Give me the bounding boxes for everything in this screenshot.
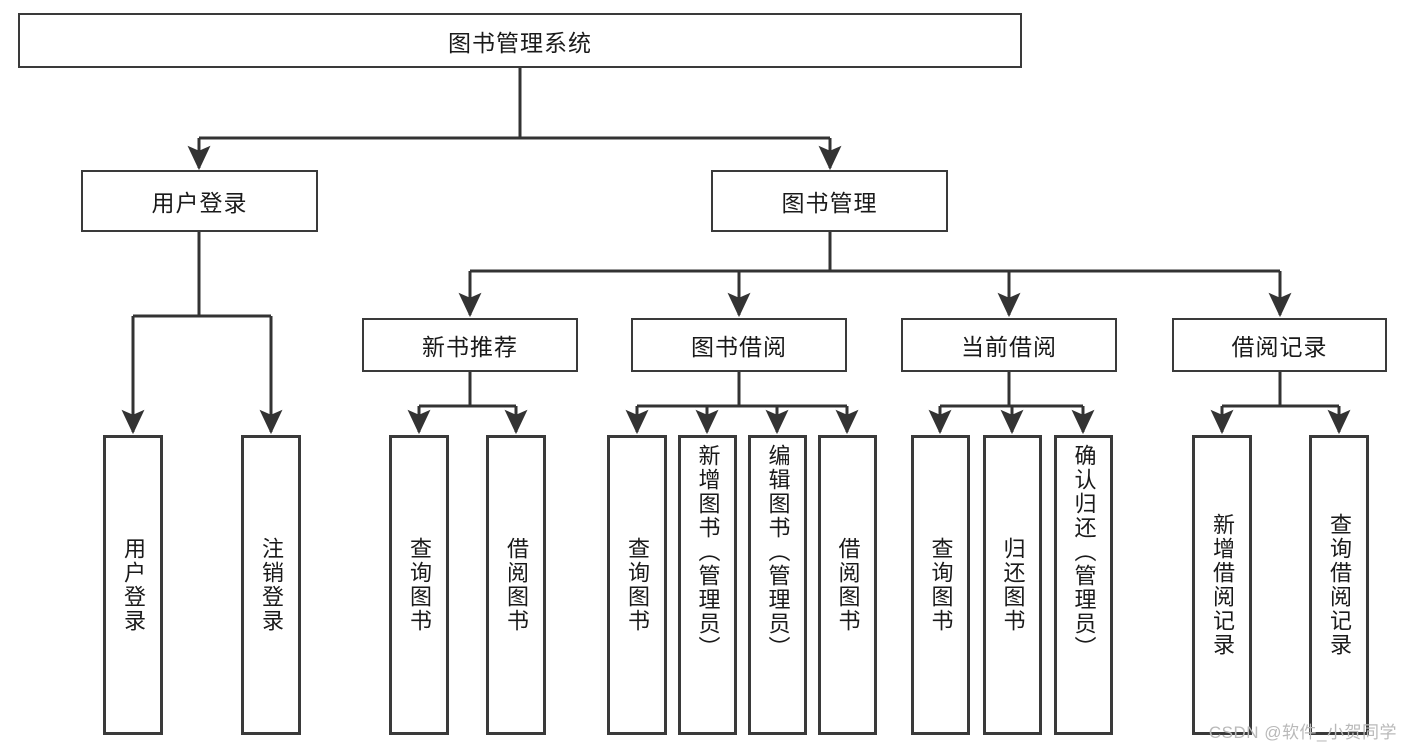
node-book-manage[interactable]: 图书管理 (711, 170, 948, 232)
leaf-return-book-label: 归还图书 (1000, 537, 1026, 633)
leaf-add-record[interactable]: 新增借阅记录 (1192, 435, 1252, 735)
node-book-borrow[interactable]: 图书借阅 (631, 318, 847, 372)
leaf-query-record[interactable]: 查询借阅记录 (1309, 435, 1369, 735)
leaf-query-book-3-label: 查询图书 (928, 537, 954, 633)
node-root-label: 图书管理系统 (448, 29, 592, 56)
leaf-user-logout[interactable]: 注销登录 (241, 435, 301, 735)
leaf-borrow-book-1[interactable]: 借阅图书 (486, 435, 546, 735)
node-book-borrow-label: 图书借阅 (691, 334, 787, 360)
node-borrow-record[interactable]: 借阅记录 (1172, 318, 1387, 372)
leaf-return-book[interactable]: 归还图书 (983, 435, 1042, 735)
leaf-confirm-return-label: 确认归还（管理员） (1071, 444, 1097, 660)
node-user-login-label: 用户登录 (151, 190, 248, 216)
leaf-add-book-label: 新增图书（管理员） (695, 444, 721, 660)
leaf-query-book-3[interactable]: 查询图书 (911, 435, 970, 735)
node-borrow-record-label: 借阅记录 (1231, 334, 1328, 360)
leaf-query-book-2-label: 查询图书 (624, 537, 650, 633)
leaf-borrow-book-1-label: 借阅图书 (503, 537, 529, 633)
node-current-borrow[interactable]: 当前借阅 (901, 318, 1117, 372)
leaf-borrow-book-2-label: 借阅图书 (835, 537, 861, 633)
leaf-edit-book-label: 编辑图书（管理员） (765, 444, 791, 660)
leaf-query-record-label: 查询借阅记录 (1326, 513, 1352, 657)
leaf-user-logout-label: 注销登录 (258, 537, 284, 633)
node-new-book-recommend[interactable]: 新书推荐 (362, 318, 578, 372)
leaf-user-login[interactable]: 用户登录 (103, 435, 163, 735)
leaf-borrow-book-2[interactable]: 借阅图书 (818, 435, 877, 735)
node-root[interactable]: 图书管理系统 (18, 13, 1022, 68)
node-new-book-recommend-label: 新书推荐 (422, 334, 518, 360)
leaf-query-book-1-label: 查询图书 (406, 537, 432, 633)
node-book-manage-label: 图书管理 (781, 190, 878, 216)
csdn-watermark: CSDN @软件_小贺同学 (1208, 723, 1397, 742)
leaf-confirm-return[interactable]: 确认归还（管理员） (1054, 435, 1113, 735)
node-current-borrow-label: 当前借阅 (961, 334, 1057, 360)
leaf-query-book-1[interactable]: 查询图书 (389, 435, 449, 735)
leaf-user-login-label: 用户登录 (120, 537, 146, 633)
leaf-add-book[interactable]: 新增图书（管理员） (678, 435, 737, 735)
leaf-query-book-2[interactable]: 查询图书 (607, 435, 667, 735)
node-user-login[interactable]: 用户登录 (81, 170, 318, 232)
leaf-add-record-label: 新增借阅记录 (1209, 513, 1235, 657)
leaf-edit-book[interactable]: 编辑图书（管理员） (748, 435, 807, 735)
